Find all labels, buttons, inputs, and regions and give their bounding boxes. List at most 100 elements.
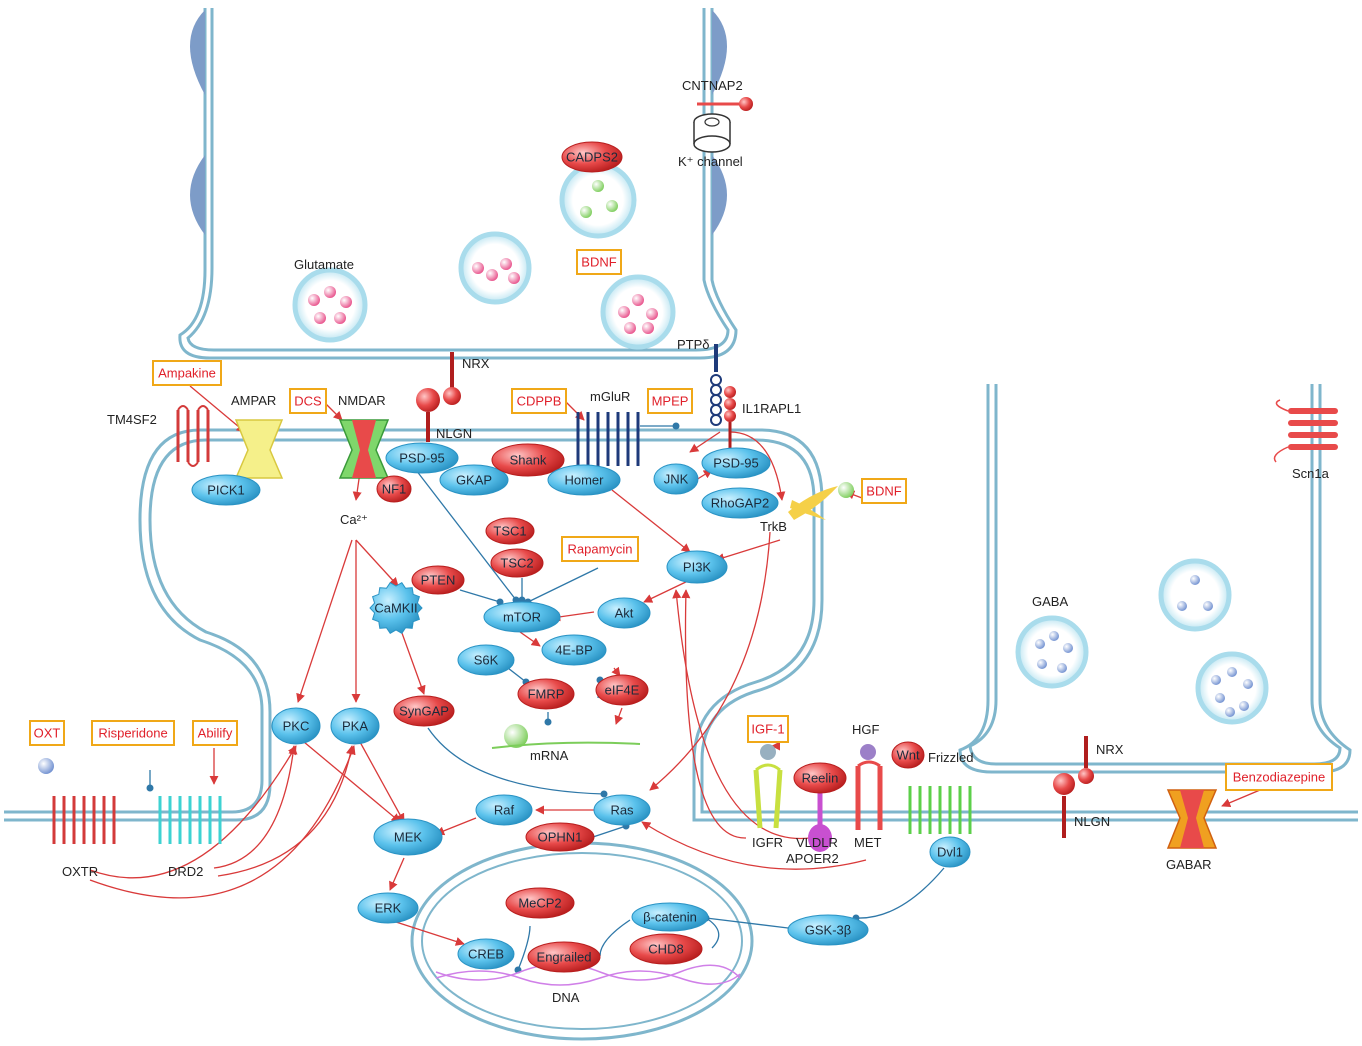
syngap-label: SynGAP xyxy=(399,704,449,719)
tm4sf2-receptor xyxy=(176,405,210,467)
pten-node: PTEN xyxy=(411,565,465,595)
apoer2-label: APOER2 xyxy=(786,851,839,866)
wnt-label: Wnt xyxy=(896,748,920,763)
dna-helix xyxy=(435,963,741,986)
risperidone-label: Risperidone xyxy=(98,726,167,741)
homer-node: Homer xyxy=(547,464,621,496)
gaba-vesicle xyxy=(1195,651,1269,725)
ca-label: Ca²⁺ xyxy=(340,512,368,527)
pkc-node: PKC xyxy=(271,707,321,745)
nrx-nlgn-top xyxy=(416,352,461,442)
mecp2-node: MeCP2 xyxy=(505,887,575,919)
nf1-label: NF1 xyxy=(382,482,407,497)
beta-catenin-node: β-catenin xyxy=(631,902,709,932)
gaba-vesicle xyxy=(1158,558,1232,632)
fmrp-node: FMRP xyxy=(517,678,575,710)
vldlr-apoer2 xyxy=(808,790,832,852)
vldlr-label: VLDLR xyxy=(796,835,838,850)
glutamate-vesicle xyxy=(292,267,368,343)
syngap-node: SynGAP xyxy=(393,695,455,727)
ras-node: Ras xyxy=(593,794,651,826)
raf-label: Raf xyxy=(494,803,515,818)
homer-label: Homer xyxy=(564,473,604,488)
cntnap2-marker xyxy=(697,97,753,111)
trkb-receptor xyxy=(788,482,854,520)
ampar-receptor xyxy=(234,419,284,479)
igf1-drug-box: IGF-1 xyxy=(747,715,789,743)
bdnf-right-drug-box: BDNF xyxy=(861,478,907,504)
frizzled-receptor xyxy=(908,786,972,834)
jnk-label: JNK xyxy=(664,472,689,487)
bdnf-top-drug-box: BDNF xyxy=(576,249,622,275)
glutamate-label: Glutamate xyxy=(294,257,354,272)
akt-node: Akt xyxy=(597,597,651,629)
mglur-receptor xyxy=(576,412,640,466)
psd95-right-node: PSD-95 xyxy=(701,447,771,479)
drd2-label: DRD2 xyxy=(168,864,203,879)
tsc2-label: TSC2 xyxy=(500,556,533,571)
cdppb-drug-box: CDPPB xyxy=(511,388,567,414)
akt-label: Akt xyxy=(615,606,634,621)
pkc-label: PKC xyxy=(283,719,310,734)
glutamate-vesicle xyxy=(458,231,532,305)
bdnf-vesicle xyxy=(559,161,637,239)
oxt-label: OXT xyxy=(34,726,61,741)
gaba-vesicle xyxy=(1015,615,1089,689)
pick1-node: PICK1 xyxy=(191,474,261,506)
risperidone-drug-box: Risperidone xyxy=(91,720,175,746)
postsynaptic-spine-membrane xyxy=(4,428,1358,814)
cdppb-label: CDPPB xyxy=(517,394,562,409)
glutamate-vesicle xyxy=(600,274,676,350)
camkii-node: CaMKII xyxy=(369,582,423,634)
eif4e-label: eIF4E xyxy=(605,683,640,698)
jnk-node: JNK xyxy=(653,463,699,495)
presynaptic-terminal-membrane xyxy=(178,8,738,360)
reelin-node: Reelin xyxy=(793,762,847,794)
k-channel-shape xyxy=(693,113,731,153)
oxt-drug-box: OXT xyxy=(29,720,65,746)
nrx-top-label: NRX xyxy=(462,356,490,371)
nf1-node: NF1 xyxy=(376,475,412,503)
met-label: MET xyxy=(854,835,882,850)
mrna-strand xyxy=(491,724,641,749)
tsc1-node: TSC1 xyxy=(485,517,535,545)
gsk3b-label: GSK-3β xyxy=(805,923,852,938)
beta-catenin-label: β-catenin xyxy=(643,910,697,925)
frizzled-label: Frizzled xyxy=(928,750,974,765)
psd95-right-label: PSD-95 xyxy=(713,456,759,471)
ampakine-drug-box: Ampakine xyxy=(152,360,222,386)
igfr-label: IGFR xyxy=(752,835,783,850)
met-receptor xyxy=(855,744,883,830)
gsk3b-node: GSK-3β xyxy=(787,914,869,946)
s6k-node: S6K xyxy=(457,644,515,676)
abilify-drug-box: Abilify xyxy=(192,720,238,746)
gkap-label: GKAP xyxy=(456,473,492,488)
ampakine-label: Ampakine xyxy=(158,366,216,381)
gkap-node: GKAP xyxy=(439,464,509,496)
igf1-label: IGF-1 xyxy=(751,722,784,737)
scn1a-label: Scn1a xyxy=(1292,466,1330,481)
nmdar-receptor xyxy=(338,419,390,479)
wnt-node: Wnt xyxy=(891,741,925,769)
rhogap2-label: RhoGAP2 xyxy=(711,496,770,511)
ptpd-label: PTPδ xyxy=(677,337,710,352)
erk-node: ERK xyxy=(357,892,419,924)
drd2-receptor xyxy=(158,796,222,844)
shank-node: Shank xyxy=(491,443,565,477)
pten-label: PTEN xyxy=(421,573,456,588)
gabar-receptor xyxy=(1166,789,1218,849)
rapamycin-drug-box: Rapamycin xyxy=(561,536,639,562)
oxt-ligand xyxy=(38,758,54,774)
psd95-left-node: PSD-95 xyxy=(385,442,459,474)
membrane-receptors xyxy=(38,97,1338,986)
scn1a-channel xyxy=(1273,399,1338,463)
cadps2-node: CADPS2 xyxy=(561,141,623,173)
chd8-node: CHD8 xyxy=(629,933,703,965)
nucleus-inner xyxy=(421,852,743,1030)
mglur-label: mGluR xyxy=(590,389,630,404)
eif4e-node: eIF4E xyxy=(595,674,649,706)
abilify-label: Abilify xyxy=(198,726,233,741)
shank-label: Shank xyxy=(510,453,547,468)
tsc2-node: TSC2 xyxy=(490,548,544,578)
